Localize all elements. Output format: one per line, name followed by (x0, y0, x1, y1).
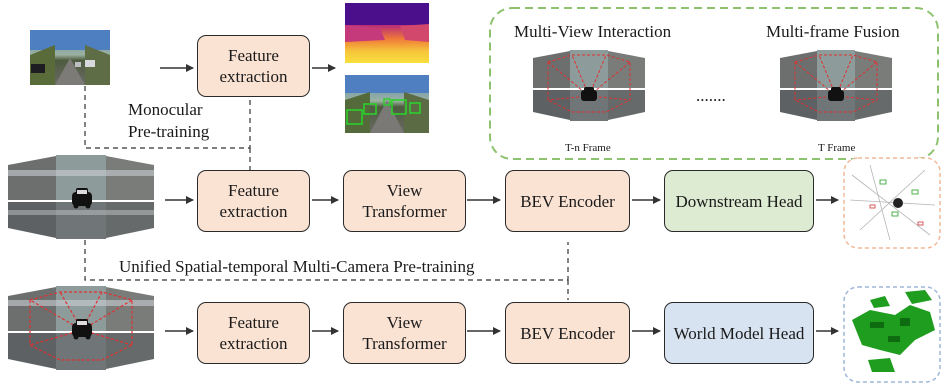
feature-extraction-box-mid: Feature extraction (197, 170, 310, 232)
world-model-head-label: World Model Head (673, 323, 805, 343)
temporal-group-border (489, 7, 939, 160)
world-model-head-box: World Model Head (664, 302, 814, 364)
detection-street-image (345, 75, 429, 133)
surround-view-mid (8, 155, 154, 239)
ego-car-icon-mid (72, 188, 92, 209)
multi-frame-fusion-title: Multi-frame Fusion (766, 22, 900, 41)
view-transformer-box-mid: View Transformer (343, 170, 466, 232)
bev-encoder-box-bottom: BEV Encoder (505, 302, 630, 364)
downstream-head-box: Downstream Head (664, 170, 814, 232)
ego-car-icon-bottom (72, 319, 92, 340)
bev-encoder-box-mid: BEV Encoder (505, 170, 630, 232)
downstream-head-label: Downstream Head (675, 191, 803, 211)
multi-view-interaction-title: Multi-View Interaction (514, 22, 672, 41)
bev-encoder-label-bottom: BEV Encoder (520, 323, 615, 343)
downstream-output-map (843, 157, 941, 249)
tn-frame-label: T-n Frame (565, 142, 611, 154)
unified-pretraining-label: Unified Spatial-temporal Multi-Camera Pr… (117, 257, 477, 277)
surround-view-t-frame (780, 50, 892, 121)
monocular-label: Monocular (128, 100, 203, 119)
feature-extraction-box-top: Feature extraction (197, 35, 310, 97)
pretraining-label: Pre-training (128, 122, 210, 141)
t-frame-label: T Frame (818, 142, 856, 154)
view-transformer-label-bottom: View Transformer (362, 313, 447, 353)
feature-extraction-label-top: Feature extraction (219, 46, 288, 86)
feature-extraction-box-bottom: Feature extraction (197, 302, 310, 364)
feature-extraction-label-bottom: Feature extraction (219, 313, 288, 353)
view-transformer-box-bottom: View Transformer (343, 302, 466, 364)
feature-extraction-label-mid: Feature extraction (219, 181, 288, 221)
frames-ellipsis: ....... (696, 86, 726, 105)
depth-map-image (345, 3, 429, 63)
world-model-output-occupancy (843, 286, 941, 383)
surround-view-tn-frame (533, 50, 645, 121)
view-transformer-label-mid: View Transformer (362, 181, 447, 221)
monocular-street-photo (30, 30, 110, 85)
surround-view-bottom (8, 286, 154, 370)
bev-encoder-label-mid: BEV Encoder (520, 191, 615, 211)
